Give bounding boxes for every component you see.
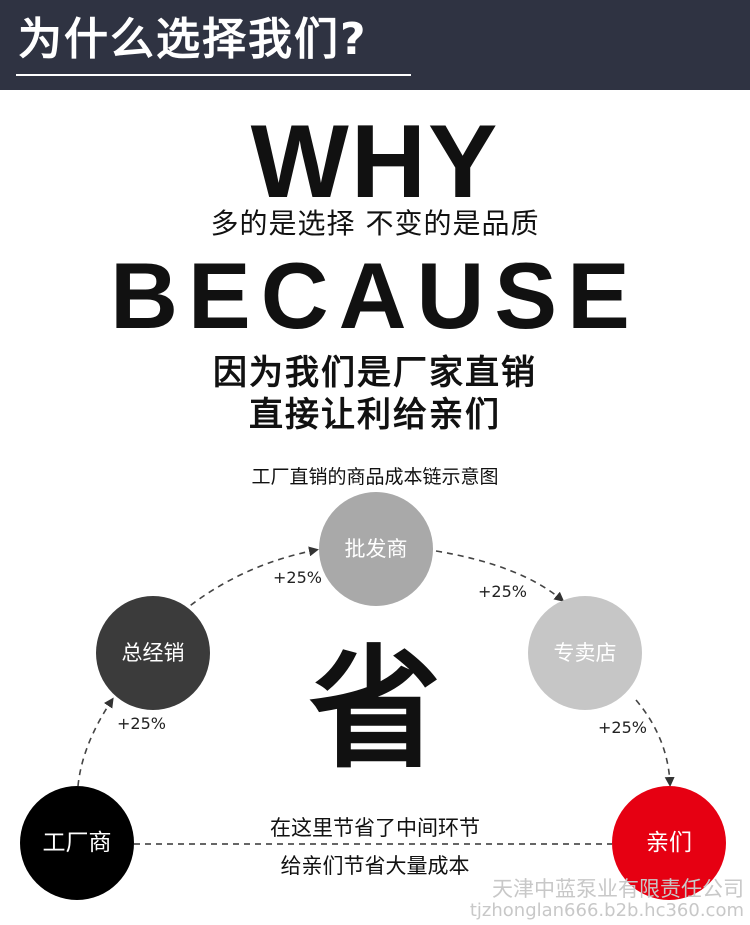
- arrow-factory-to-distributor: [77, 697, 114, 787]
- watermark-url: tjzhonglan666.b2b.hc360.com: [469, 900, 744, 921]
- arrow-retail-to-customer: [635, 699, 675, 787]
- markup-retail-to-customer: +25%: [598, 718, 647, 737]
- markup-distributor-to-wholesale: +25%: [273, 568, 322, 587]
- tagline: 多的是选择 不变的是品质: [210, 207, 540, 240]
- save-character: 省: [309, 633, 441, 787]
- why-heading: WHY: [250, 104, 500, 220]
- diagram-title: 工厂直销的商品成本链示意图: [251, 466, 499, 488]
- node-distributor-label: 总经销: [121, 641, 185, 665]
- node-wholesaler: 批发商: [319, 492, 433, 606]
- header-underline: [16, 74, 411, 76]
- savings-note-line-2: 给亲们节省大量成本: [280, 854, 470, 878]
- slogan-line-1: 因为我们是厂家直销: [213, 353, 537, 393]
- node-customer-label: 亲们: [646, 830, 692, 856]
- node-wholesaler-label: 批发商: [344, 537, 408, 561]
- node-distributor: 总经销: [96, 596, 210, 710]
- node-factory-label: 工厂商: [42, 830, 112, 856]
- slogan-line-2: 直接让利给亲们: [249, 395, 501, 435]
- node-retail-store: 专卖店: [528, 596, 642, 710]
- savings-note-line-1: 在这里节省了中间环节: [270, 816, 480, 840]
- markup-wholesale-to-retail: +25%: [478, 582, 527, 601]
- node-customer: 亲们: [612, 786, 726, 900]
- watermark-company: 天津中蓝泵业有限责任公司: [492, 877, 744, 901]
- node-factory: 工厂商: [20, 786, 134, 900]
- because-heading: BECAUSE: [110, 243, 640, 348]
- node-retail-store-label: 专卖店: [553, 641, 617, 665]
- arrow-wholesale-to-retail: [435, 550, 565, 602]
- markup-factory-to-distributor: +25%: [117, 714, 166, 733]
- header-title: 为什么选择我们?: [18, 14, 368, 65]
- header-banner: 为什么选择我们?: [0, 0, 750, 90]
